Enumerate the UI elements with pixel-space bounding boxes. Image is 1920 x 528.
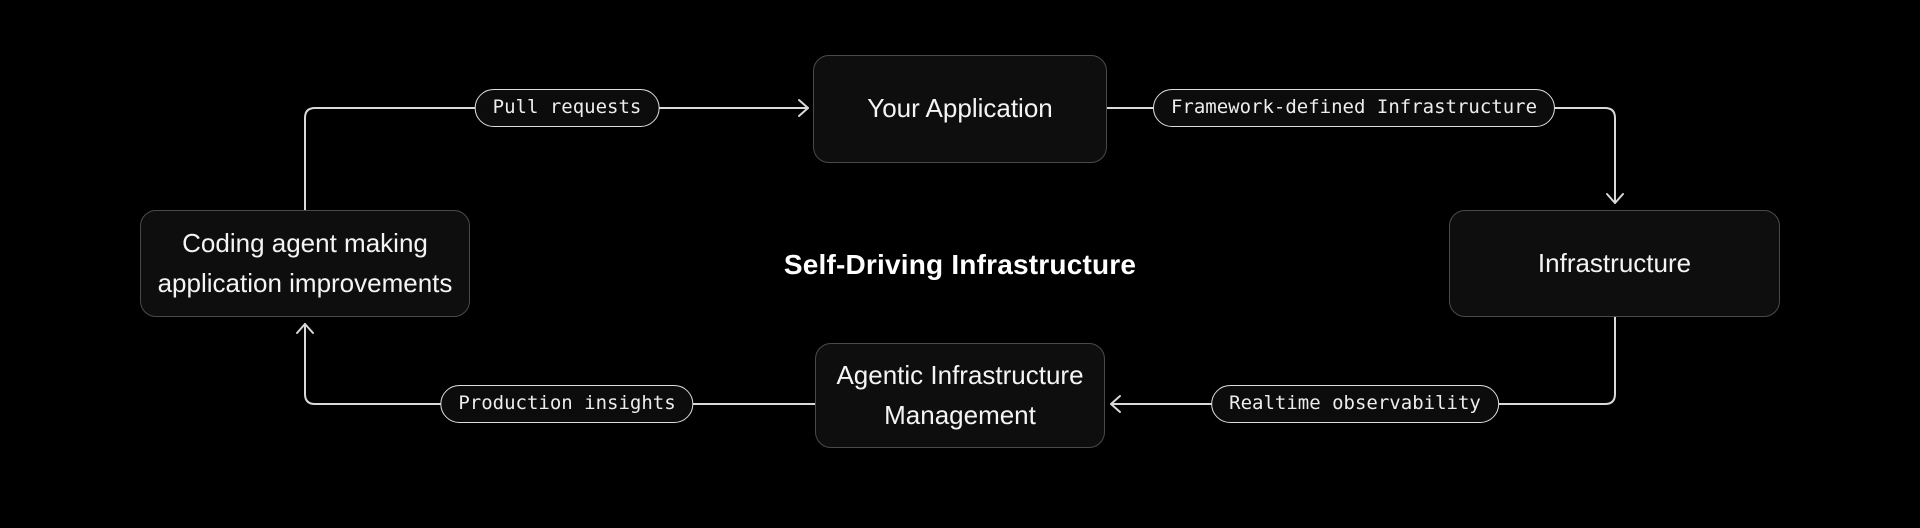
edge-label-pull-requests: Pull requests [474, 89, 660, 127]
edge-label-production-insights: Production insights [440, 385, 694, 423]
edge-pull-requests-path [304, 107, 809, 211]
arrowhead-down [1606, 193, 1624, 204]
arrowhead-right [798, 99, 809, 117]
edge-framework-defined-path [1106, 107, 1616, 204]
edge-label-realtime-observability: Realtime observability [1211, 385, 1499, 423]
node-your-application-label: Your Application [867, 93, 1053, 124]
edge-label-framework-defined-infrastructure: Framework-defined Infrastructure [1152, 89, 1556, 127]
node-agentic-infrastructure-management: Agentic Infrastructure Management [815, 343, 1105, 448]
node-your-application: Your Application [813, 55, 1107, 163]
arrowhead-up [296, 323, 314, 334]
edge-realtime-observability-path [1110, 316, 1616, 405]
edge-production-insights-path [304, 323, 816, 405]
node-coding-agent-label: Coding agent making application improvem… [157, 227, 453, 298]
node-infrastructure: Infrastructure [1449, 210, 1780, 317]
node-infrastructure-label: Infrastructure [1537, 247, 1692, 278]
diagram-title: Self-Driving Infrastructure [783, 249, 1137, 280]
node-coding-agent: Coding agent making application improvem… [140, 210, 470, 317]
arrowhead-left [1110, 395, 1121, 413]
node-agentic-infrastructure-management-label: Agentic Infrastructure Management [836, 359, 1084, 430]
